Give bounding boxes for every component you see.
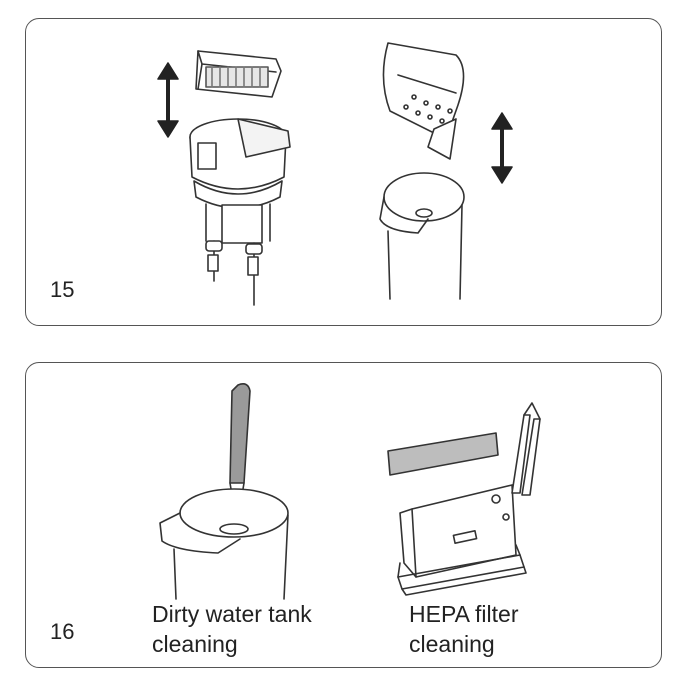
step-15-panel: 15 bbox=[25, 18, 662, 326]
step-16-illustration bbox=[159, 383, 541, 600]
hepa-filter-cartridge bbox=[195, 50, 282, 98]
step-15-illustration bbox=[157, 42, 513, 306]
clean-water-tank-lid bbox=[189, 118, 291, 306]
dirty-water-tank bbox=[379, 172, 465, 300]
step-number: 16 bbox=[50, 619, 75, 644]
step-number: 15 bbox=[50, 277, 75, 302]
hepa-filter-housing bbox=[397, 402, 541, 596]
hepa-filter-caption: HEPA filter cleaning bbox=[409, 601, 519, 657]
filter-basket bbox=[382, 42, 465, 160]
dirty-water-tank-caption: Dirty water tank cleaning bbox=[152, 601, 312, 657]
up-down-arrow-icon bbox=[491, 112, 513, 184]
hepa-filter-pad bbox=[387, 432, 499, 476]
step-16-panel: 16 Dirty water tank cleaning HEPA filter… bbox=[25, 362, 662, 668]
up-down-arrow-icon bbox=[157, 62, 179, 138]
dirty-water-tank bbox=[159, 488, 289, 600]
